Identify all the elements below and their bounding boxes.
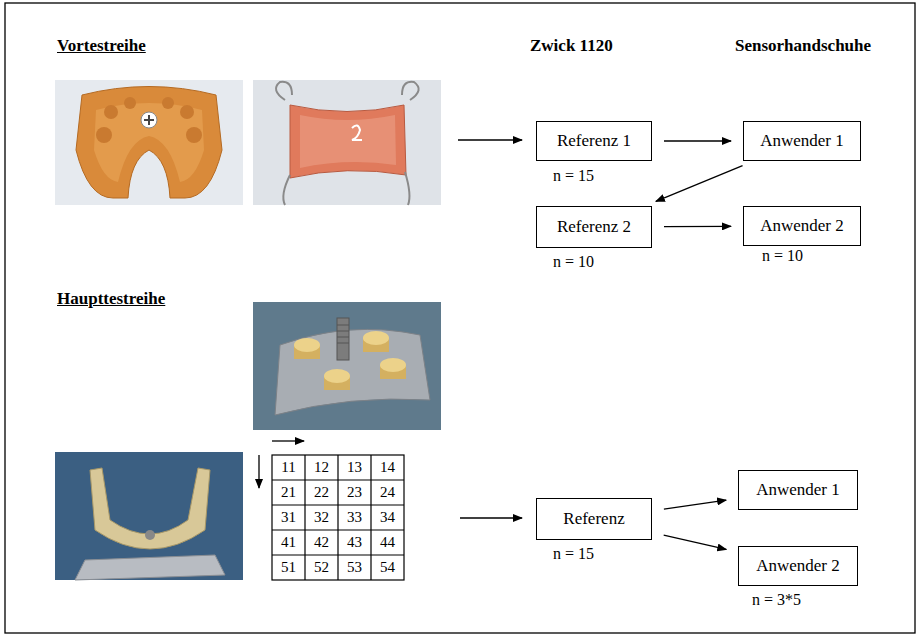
direction-arrow [258, 455, 259, 488]
table-cell: 51 [272, 559, 305, 576]
box-text: Anwender 2 [756, 556, 840, 576]
section-heading: Vortestreihe [57, 36, 146, 56]
flow-arrow [664, 226, 731, 228]
implant-block-photo [253, 302, 441, 430]
sample-size: n = 15 [553, 545, 594, 563]
section-heading: Haupttestreihe [57, 289, 165, 309]
box-text: Referenz 1 [557, 131, 631, 151]
process-box: Anwender 1 [743, 121, 861, 161]
table-cell: 53 [338, 559, 371, 576]
table-cell: 13 [338, 459, 371, 476]
table-cell: 52 [305, 559, 338, 576]
flow-arrow [656, 166, 743, 202]
table-cell: 14 [371, 459, 404, 476]
process-box: Anwender 1 [738, 470, 858, 510]
table-cell: 43 [338, 534, 371, 551]
measurement-grid [272, 455, 404, 580]
process-box: Anwender 2 [738, 546, 858, 586]
process-box: Referenz [536, 498, 652, 540]
box-text: Anwender 1 [756, 480, 840, 500]
table-cell: 12 [305, 459, 338, 476]
sample-size: n = 3*5 [752, 591, 801, 609]
column-heading: Sensorhandschuhe [735, 36, 871, 56]
flow-arrow [664, 535, 727, 549]
mandible-photo [55, 452, 243, 580]
table-cell: 54 [371, 559, 404, 576]
table-cell: 22 [305, 484, 338, 501]
plaster-model-photo [55, 80, 243, 205]
table-cell: 24 [371, 484, 404, 501]
process-box: Anwender 2 [743, 206, 861, 246]
table-cell: 21 [272, 484, 305, 501]
column-heading: Zwick 1120 [530, 36, 613, 56]
box-text: Referenz [563, 509, 624, 529]
box-text: Anwender 2 [760, 216, 844, 236]
flow-arrow [664, 500, 726, 509]
table-cell: 23 [338, 484, 371, 501]
table-cell: 32 [305, 509, 338, 526]
process-box: Referenz 2 [536, 206, 652, 248]
table-cell: 42 [305, 534, 338, 551]
box-text: Anwender 1 [760, 131, 844, 151]
process-box: Referenz 1 [536, 121, 652, 161]
box-text: Referenz 2 [557, 217, 631, 237]
table-cell: 31 [272, 509, 305, 526]
frame [5, 3, 915, 633]
sample-size: n = 10 [762, 247, 803, 265]
sample-size: n = 10 [553, 253, 594, 271]
sample-size: n = 15 [553, 167, 594, 185]
direction-arrow [272, 440, 304, 441]
table-cell: 11 [272, 459, 305, 476]
flow-arrow [664, 140, 731, 141]
table-cell: 44 [371, 534, 404, 551]
table-cell: 33 [338, 509, 371, 526]
flow-arrow [460, 517, 522, 518]
table-cell: 34 [371, 509, 404, 526]
appliance-photo [253, 80, 441, 205]
table-cell: 41 [272, 534, 305, 551]
flow-arrow [458, 139, 522, 140]
